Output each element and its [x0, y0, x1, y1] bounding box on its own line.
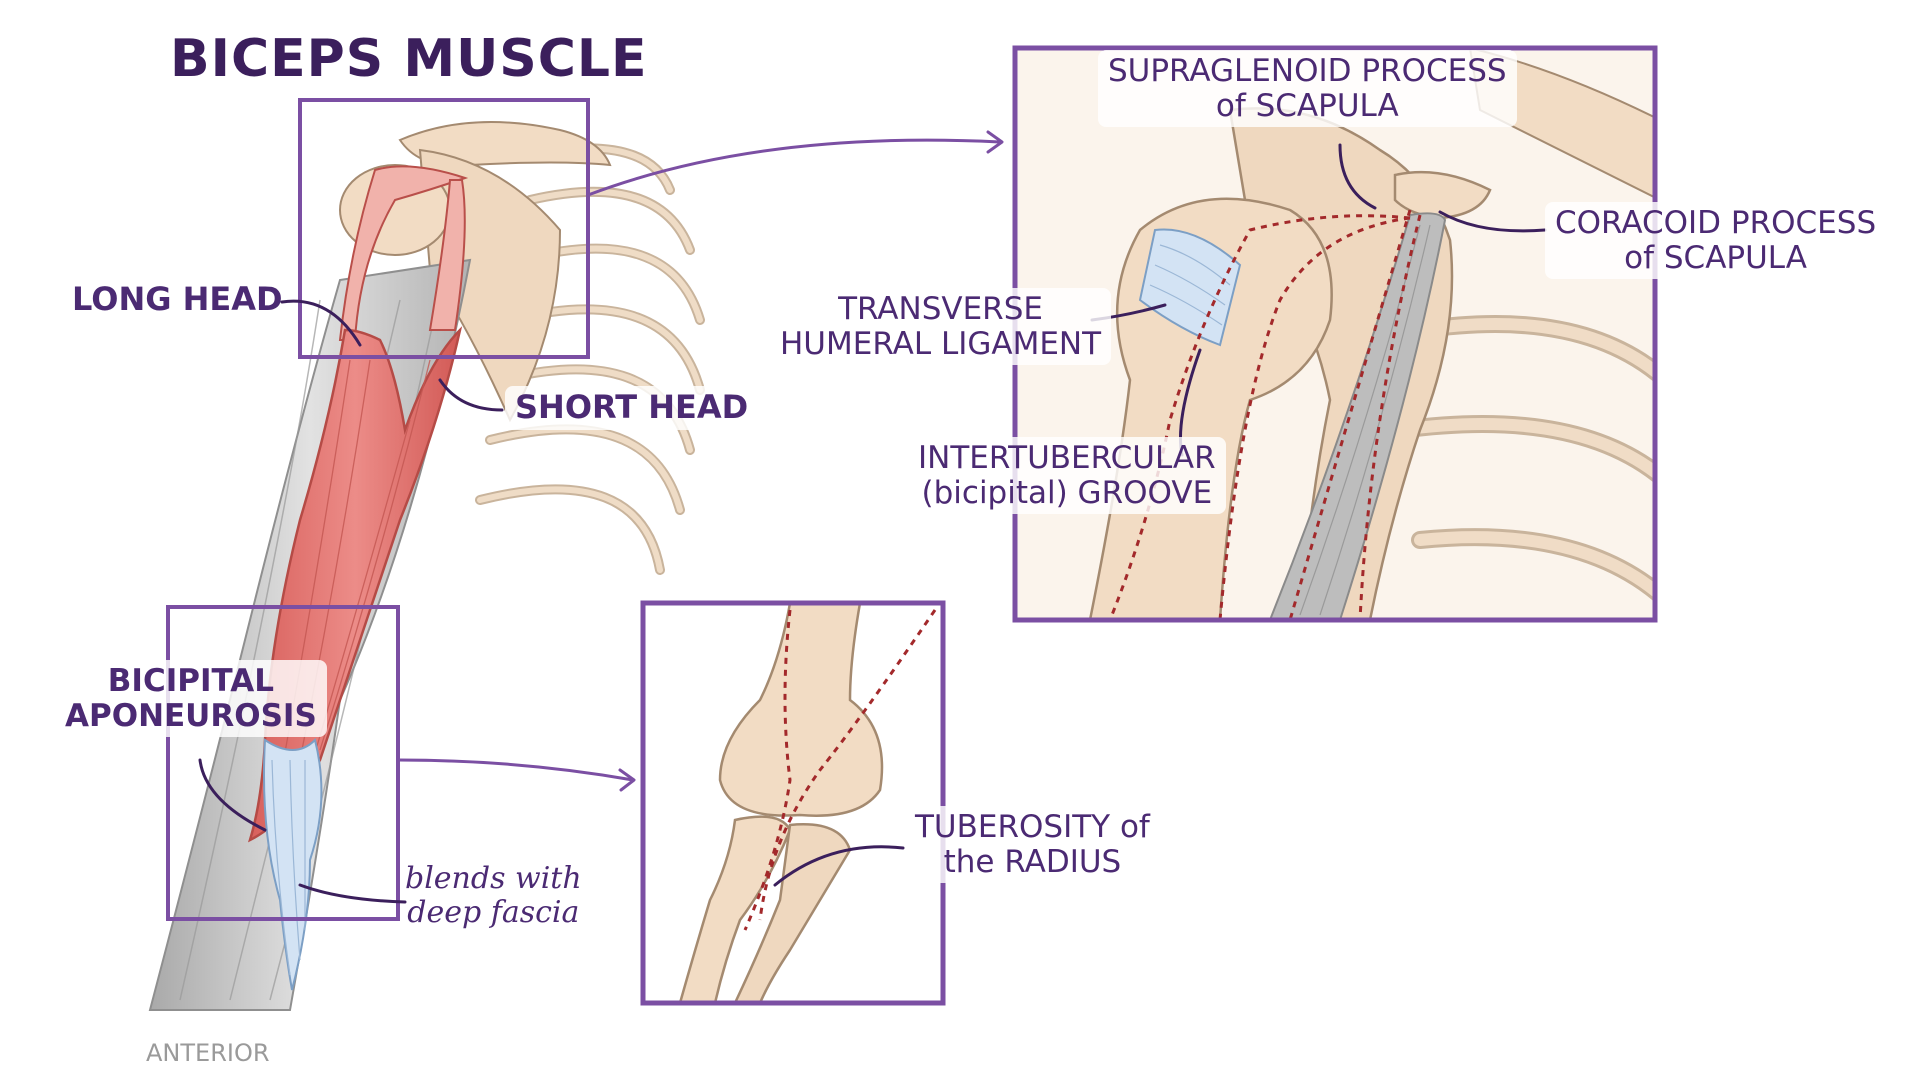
long-head-tendon [338, 165, 469, 341]
label-anterior: ANTERIOR [146, 1039, 270, 1067]
leader-aponeurosis [198, 758, 267, 832]
shoulder-inset [1012, 45, 1658, 623]
label-short-head: SHORT HEAD [505, 386, 759, 430]
label-supraglenoid: SUPRAGLENOID PROCESS of SCAPULA [1098, 50, 1517, 128]
label-line: (bicipital) GROOVE [921, 474, 1213, 511]
short-head-tendon-inset [1268, 212, 1447, 620]
coracoid-process [1393, 170, 1492, 220]
label-tuberosity: TUBEROSITY of the RADIUS [905, 806, 1160, 884]
label-coracoid: CORACOID PROCESS of SCAPULA [1545, 202, 1887, 280]
label-bicipital-aponeurosis: BICIPITAL APONEUROSIS [55, 660, 327, 738]
label-line: CORACOID PROCESS [1555, 205, 1877, 241]
elbow-inset [640, 600, 946, 1006]
leader-blends-with [298, 883, 407, 904]
label-line: APONEUROSIS [65, 697, 317, 734]
label-line: TRANSVERSE [838, 291, 1043, 327]
label-intertubercular: INTERTUBERCULAR (bicipital) GROOVE [908, 437, 1226, 515]
arrow-to-shoulder-inset [586, 138, 1002, 197]
bicipital-aponeurosis [263, 738, 323, 991]
leader-tuberosity [773, 845, 905, 887]
label-line: of SCAPULA [1624, 239, 1807, 276]
label-line: blends with [405, 861, 582, 896]
leader-coracoid [1438, 210, 1547, 233]
label-line: BICIPITAL [107, 663, 274, 699]
label-line: deep fascia [407, 894, 580, 930]
humerus-distal [718, 603, 884, 817]
elbow-callout-frame [166, 605, 400, 921]
label-line: of SCAPULA [1215, 87, 1399, 124]
leader-short-head [438, 378, 504, 412]
label-line: HUMERAL LIGAMENT [780, 325, 1102, 362]
label-line: the RADIUS [943, 843, 1122, 880]
label-transverse: TRANSVERSE HUMERAL LIGAMENT [770, 288, 1112, 366]
diagram-title: BICEPS MUSCLE [170, 29, 648, 89]
leader-long-head [280, 299, 362, 347]
transverse-humeral-ligament [1138, 228, 1242, 347]
label-line: INTERTUBERCULAR [918, 440, 1216, 476]
label-line: TUBEROSITY of [915, 809, 1150, 845]
label-long-head: LONG HEAD [72, 280, 283, 318]
label-line: SUPRAGLENOID PROCESS [1108, 53, 1507, 89]
label-blends-with: blends with deep fascia [405, 862, 582, 929]
shoulder-callout-frame [298, 98, 590, 359]
short-head-tendon [428, 179, 466, 331]
leader-supraglenoid [1338, 143, 1377, 210]
arrow-to-elbow-inset [396, 758, 635, 782]
elbow-inset-frame [640, 600, 946, 1006]
ulna [733, 823, 852, 1003]
